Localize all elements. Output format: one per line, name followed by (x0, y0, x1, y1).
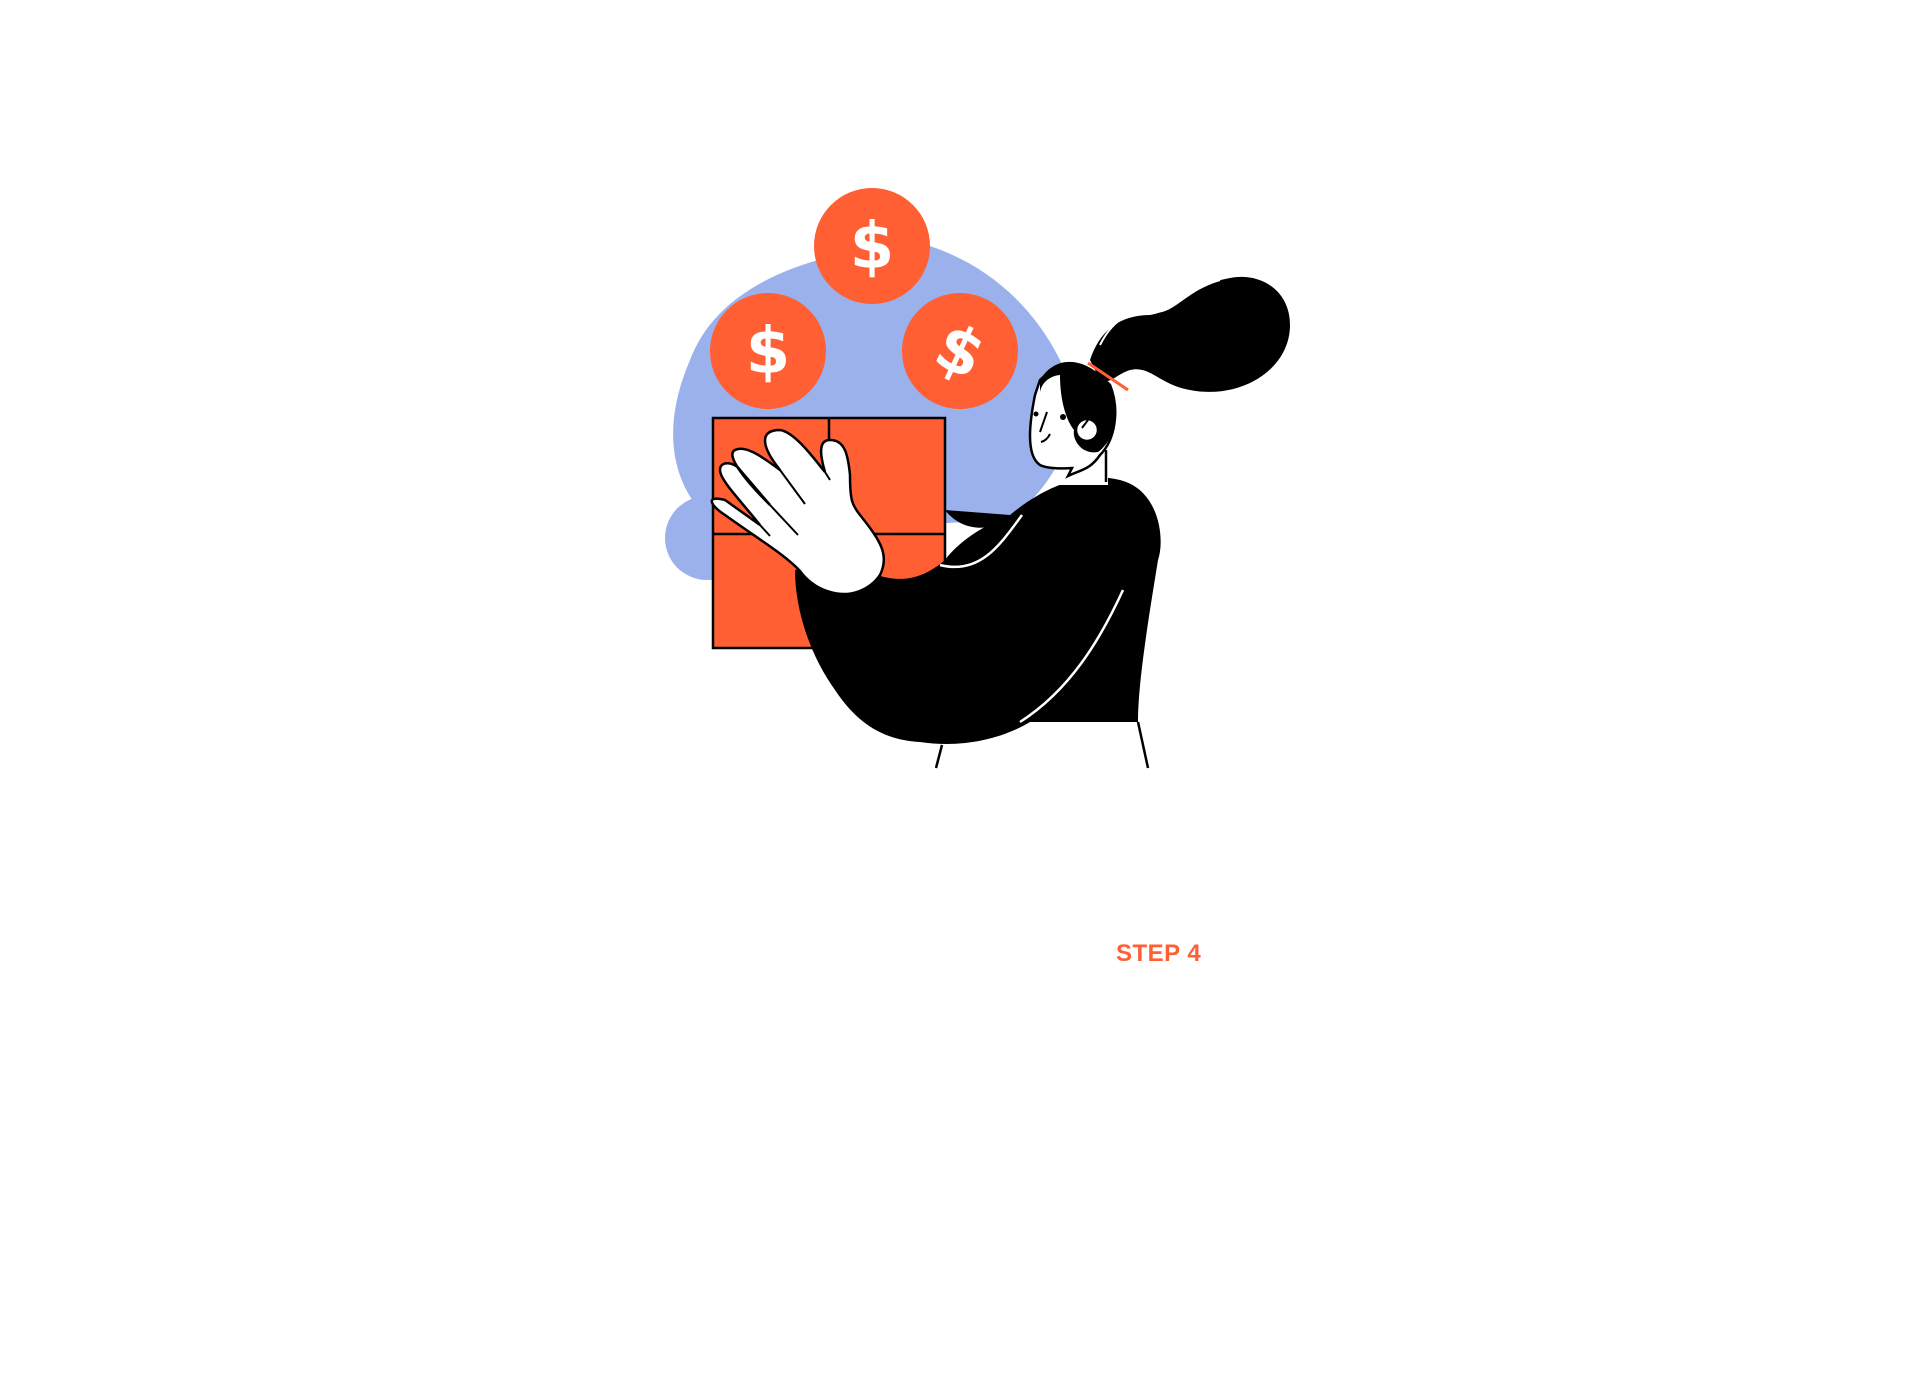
ponytail (1090, 276, 1290, 392)
dollar-sign-icon: $ (850, 210, 895, 284)
head (1028, 361, 1129, 479)
coin-top: $ (814, 188, 930, 304)
coin-right: $ (902, 293, 1018, 409)
coin-left: $ (710, 293, 826, 409)
hand (710, 428, 886, 596)
dollar-sign-icon: $ (746, 315, 791, 389)
step-label: STEP 4 (1116, 940, 1202, 967)
torso (795, 477, 1161, 769)
